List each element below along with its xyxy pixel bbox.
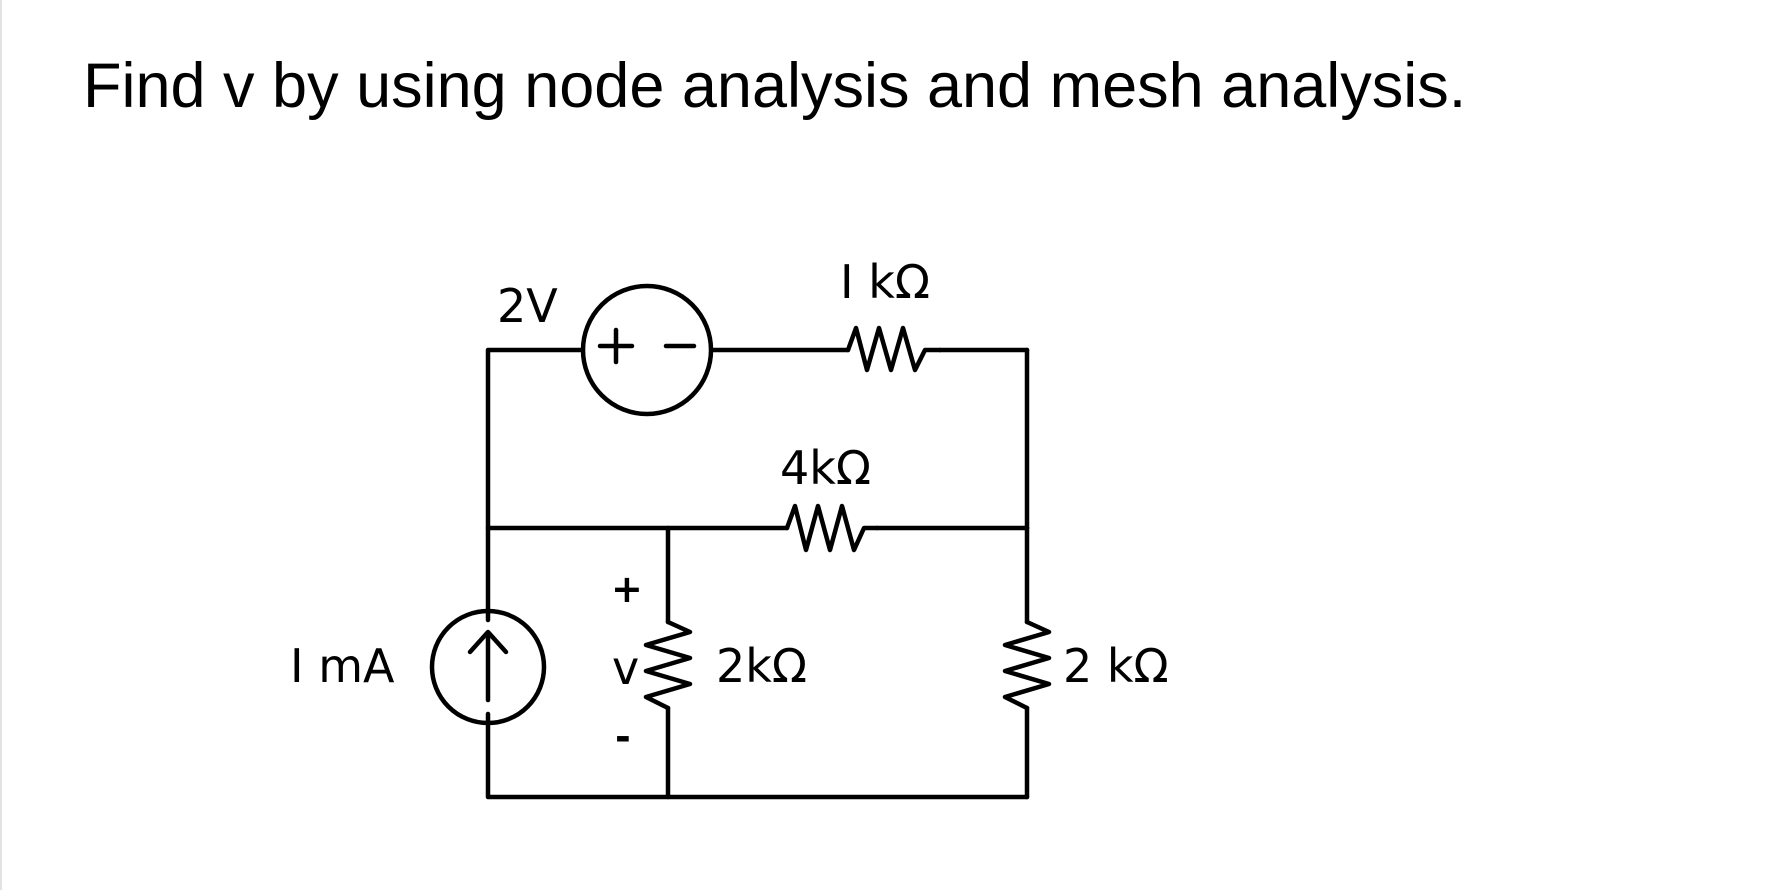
resistor-middle-label: 4kΩ <box>780 441 871 495</box>
v-voltage-label: v <box>612 641 639 695</box>
resistor-right-label: 2 kΩ <box>1063 639 1169 693</box>
resistor-top: I kΩ <box>840 255 943 373</box>
current-source-circle <box>429 608 547 726</box>
resistor-middle: 4kΩ <box>780 441 880 553</box>
resistor-v: 2kΩ + v - <box>611 567 807 759</box>
question-text: Find v by using node analysis and mesh a… <box>83 51 1467 121</box>
voltage-source-label: 2V <box>497 279 558 333</box>
v-minus-sign: - <box>615 715 631 759</box>
bottom-wire <box>485 711 1030 800</box>
resistor-top-label: I kΩ <box>840 255 930 309</box>
left-border <box>0 0 2 890</box>
resistor-v-label: 2kΩ <box>716 639 807 693</box>
resistor-top-zigzag <box>845 325 943 373</box>
resistor-v-zigzag <box>643 619 693 711</box>
current-source-arrow-head-icon <box>467 629 509 655</box>
resistor-middle-zigzag <box>784 503 880 553</box>
resistor-right: 2 kΩ <box>1002 619 1169 711</box>
current-source-label: I mA <box>290 639 395 693</box>
voltage-source-2v: 2V <box>497 279 714 417</box>
v-plus-sign: + <box>611 567 643 611</box>
voltage-source-circle <box>580 283 714 417</box>
left-top-wire <box>485 347 586 623</box>
current-source-1ma: I mA <box>290 608 547 726</box>
resistor-right-zigzag <box>1002 619 1052 711</box>
wires <box>485 347 1030 800</box>
